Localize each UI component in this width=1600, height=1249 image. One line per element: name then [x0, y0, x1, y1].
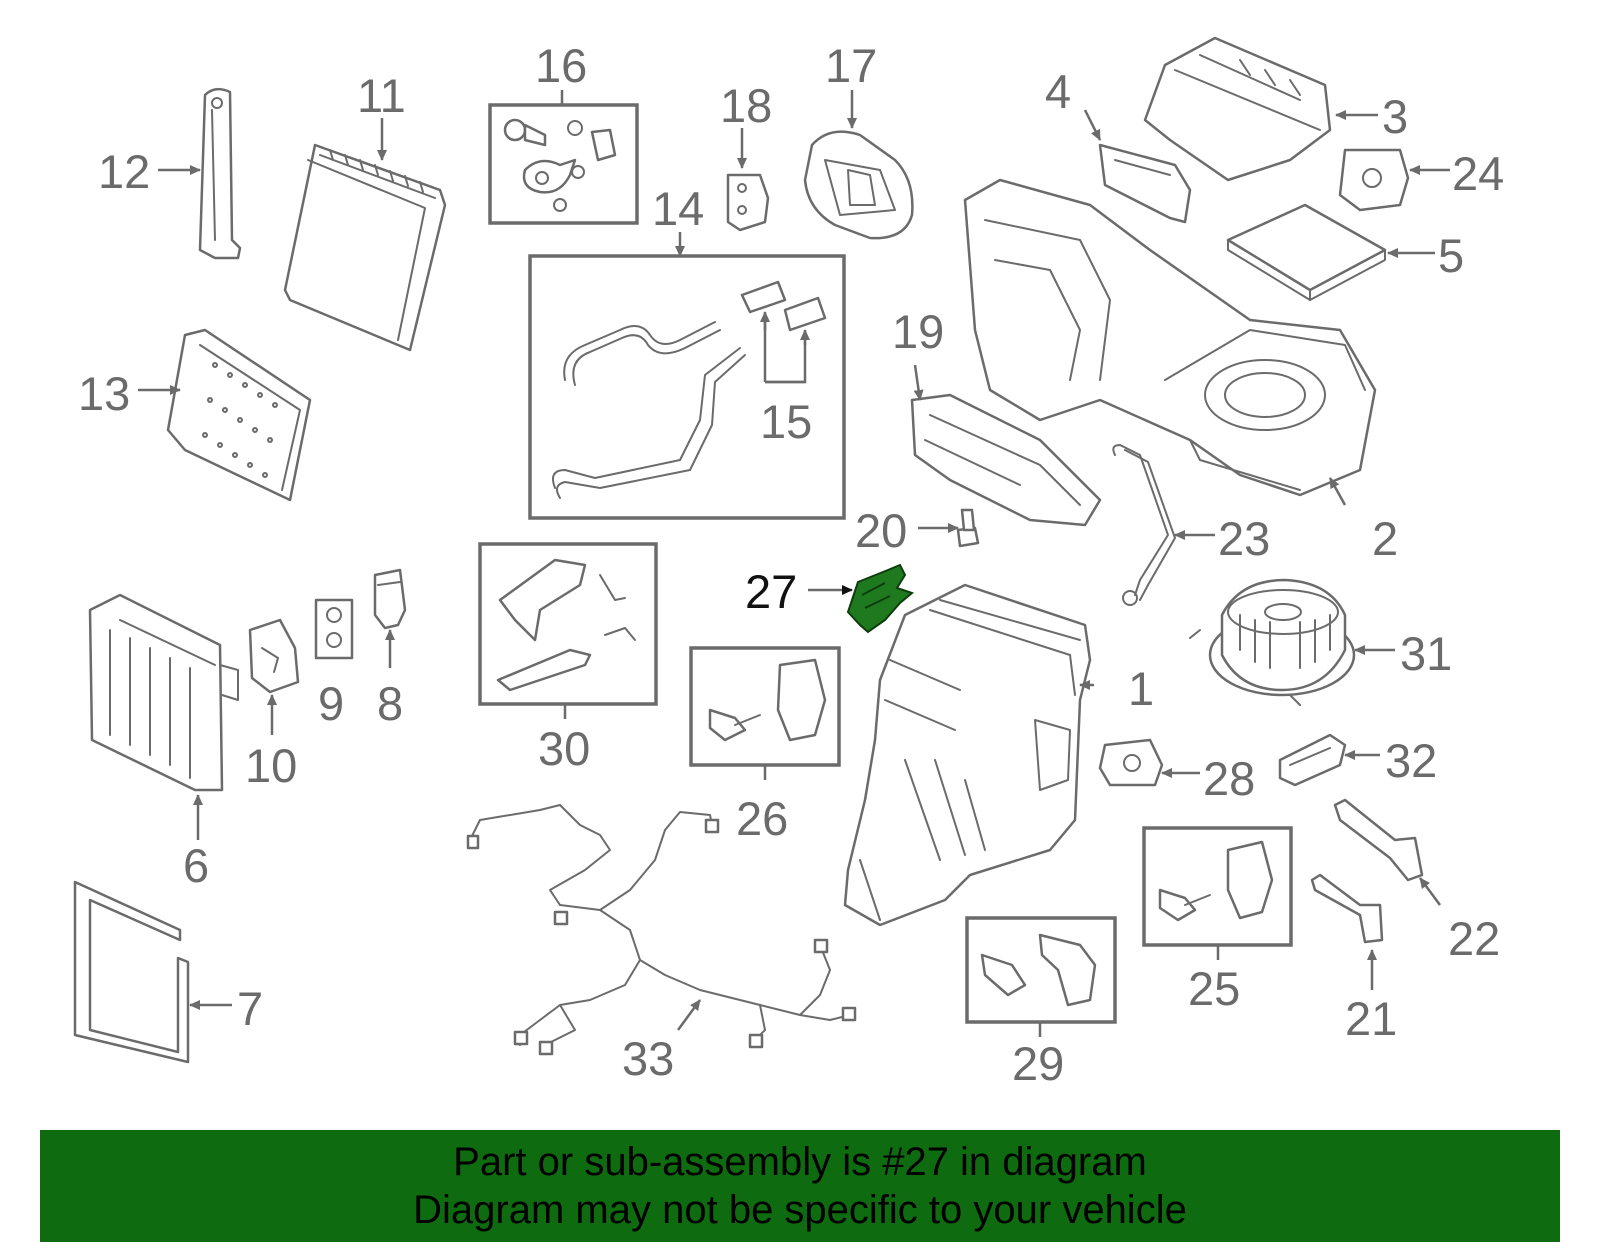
- callout-6: 6: [183, 839, 209, 892]
- callout-32: 32: [1385, 734, 1437, 787]
- callout-33: 33: [622, 1032, 674, 1085]
- callout-29: 29: [1012, 1037, 1064, 1090]
- part-1-hvac-case: [843, 583, 1092, 927]
- callout-19: 19: [892, 305, 944, 358]
- part-32-sensor: [1278, 733, 1347, 787]
- part-8-valve: [373, 568, 407, 630]
- part-19-panel: [910, 393, 1102, 527]
- callout-2: 2: [1372, 512, 1398, 565]
- callout-21: 21: [1345, 992, 1397, 1045]
- callout-7: 7: [237, 982, 263, 1035]
- part-24-actuator: [1338, 148, 1410, 212]
- callout-17: 17: [825, 39, 877, 92]
- callout-22: 22: [1448, 912, 1500, 965]
- part-9-orings: [314, 598, 354, 660]
- part-25-kit: [1142, 826, 1293, 947]
- part-3-duct: [1143, 36, 1332, 182]
- callout-27: 27: [745, 565, 797, 618]
- part-17-flange: [803, 130, 914, 240]
- part-16-kit: [488, 103, 639, 225]
- callout-5: 5: [1438, 229, 1464, 282]
- part-11-evaporator: [283, 143, 447, 352]
- callout-26: 26: [736, 792, 788, 845]
- part-7-seal: [73, 880, 190, 1064]
- part-27-highlighted: [846, 563, 915, 634]
- part-12-bracket: [198, 87, 242, 260]
- callout-30: 30: [538, 722, 590, 775]
- callout-4: 4: [1045, 65, 1071, 118]
- part-4-seal: [1098, 143, 1192, 224]
- callout-23: 23: [1218, 512, 1270, 565]
- callout-3: 3: [1382, 90, 1408, 143]
- callout-1: 1: [1128, 662, 1154, 715]
- callout-labels: 1 2 3 4 5 6 7 8 9 10 11 12 13 14 15 16 1…: [78, 39, 1504, 1090]
- callout-11: 11: [357, 69, 406, 122]
- callout-18: 18: [720, 79, 772, 132]
- callout-14: 14: [652, 182, 704, 235]
- callout-15: 15: [760, 395, 812, 448]
- part-20-screw: [956, 508, 980, 548]
- callout-10: 10: [245, 739, 297, 792]
- callout-28: 28: [1203, 752, 1255, 805]
- callout-20: 20: [855, 504, 907, 557]
- part-22-sensor: [1333, 798, 1424, 882]
- part-13-heater-core: [166, 328, 312, 502]
- callout-arrows: [138, 90, 1450, 1037]
- callout-24: 24: [1452, 147, 1504, 200]
- callout-12: 12: [98, 145, 150, 198]
- part-18-sensor: [726, 173, 770, 232]
- callout-25: 25: [1188, 962, 1240, 1015]
- banner-line-2: Diagram may not be specific to your vehi…: [413, 1188, 1187, 1232]
- part-21-sensor: [1310, 873, 1384, 944]
- part-33-wiring-harness: [466, 804, 857, 1056]
- callout-8: 8: [377, 677, 403, 730]
- part-31-blower-motor: [1189, 578, 1356, 706]
- part-14-hoses: [528, 254, 846, 520]
- callout-13: 13: [78, 367, 130, 420]
- callout-16: 16: [535, 39, 587, 92]
- part-30-kit: [478, 542, 658, 706]
- banner-line-1: Part or sub-assembly is #27 in diagram: [453, 1140, 1147, 1184]
- info-banner: Part or sub-assembly is #27 in diagram D…: [40, 1130, 1560, 1242]
- callout-31: 31: [1400, 627, 1452, 680]
- part-26-kit: [689, 646, 841, 767]
- part-23-hose: [1112, 444, 1176, 606]
- callout-9: 9: [318, 677, 344, 730]
- part-6-evaporator: [88, 593, 239, 792]
- part-5-filter: [1226, 203, 1387, 301]
- part-28-actuator: [1098, 738, 1164, 787]
- part-29-kit: [965, 916, 1117, 1024]
- part-10-valve: [248, 618, 300, 694]
